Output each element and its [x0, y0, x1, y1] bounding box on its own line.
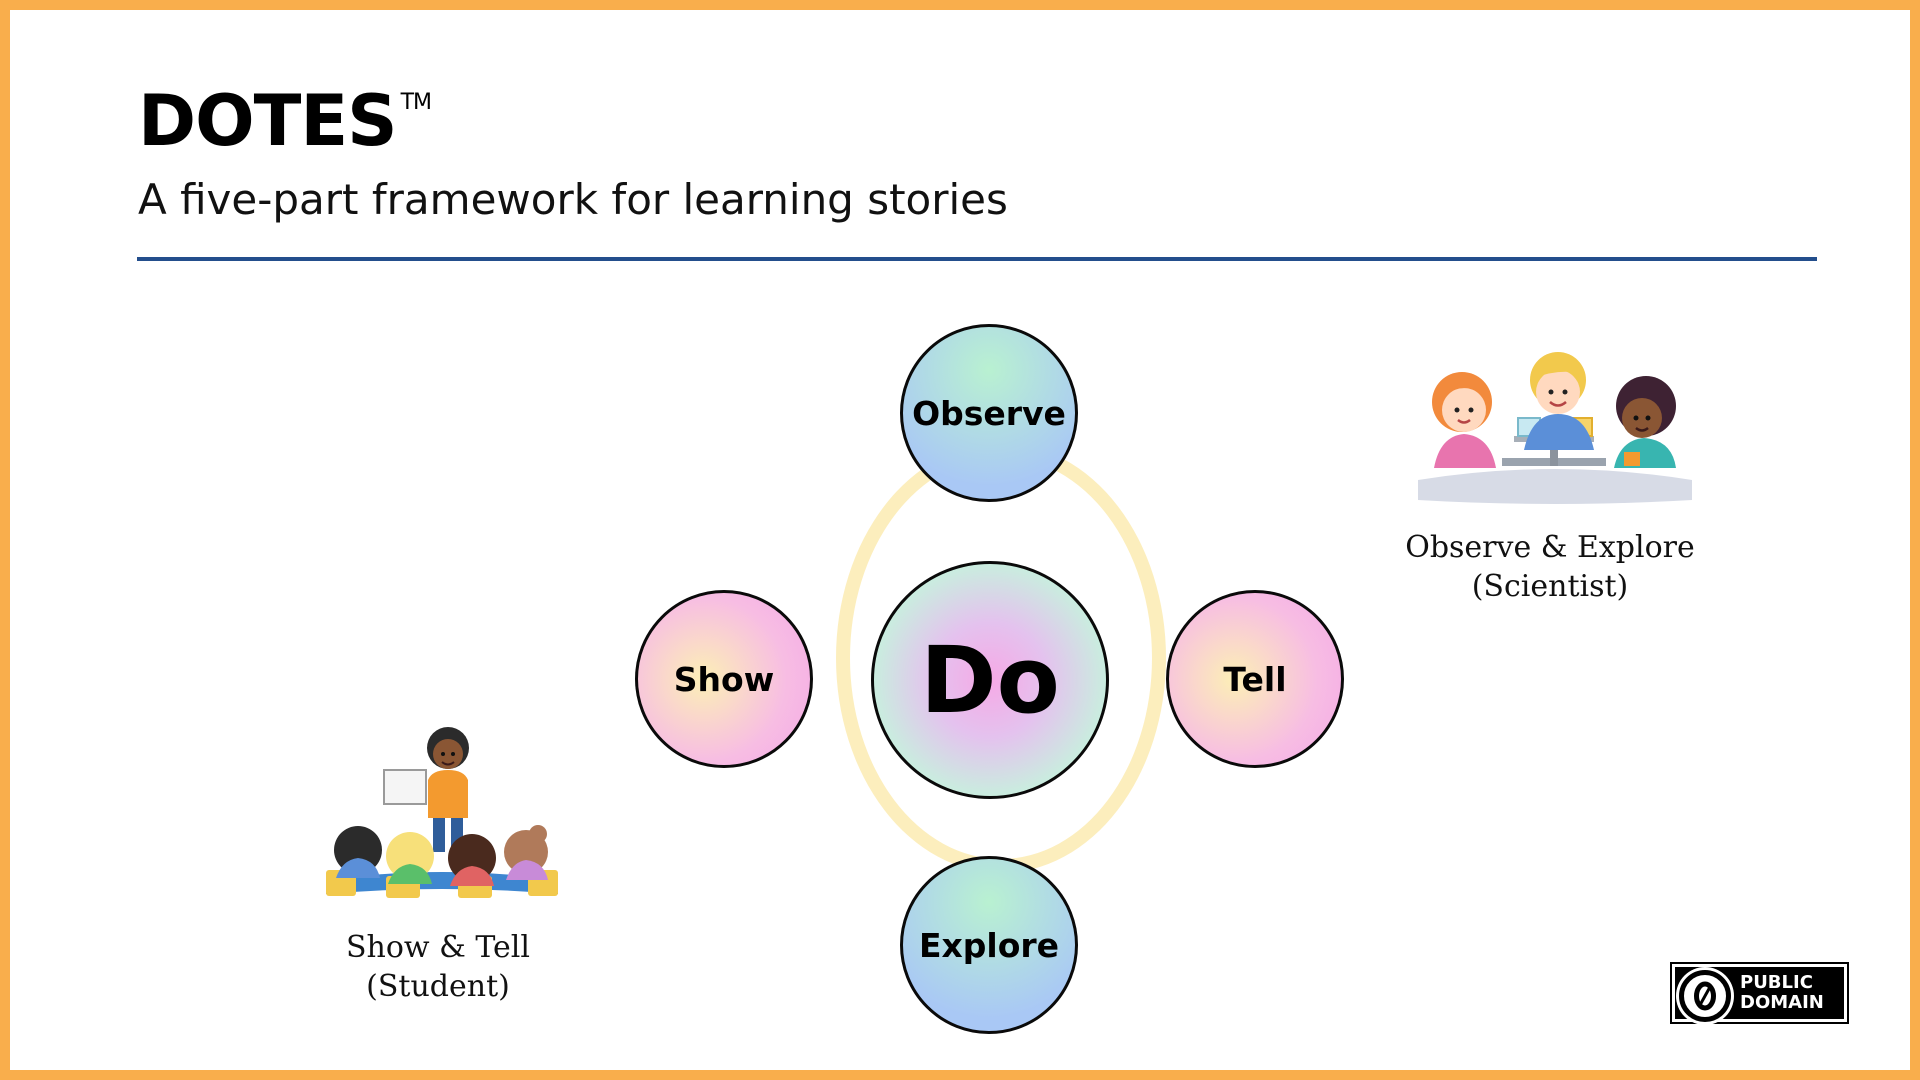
node-tell: Tell — [1166, 590, 1344, 768]
public-domain-line1: PUBLIC — [1740, 972, 1813, 993]
title-divider — [137, 257, 1817, 261]
trademark-mark: TM — [400, 90, 432, 115]
scientist-caption: Observe & Explore (Scientist) — [1400, 528, 1700, 606]
node-do: Do — [871, 561, 1109, 799]
public-domain-badge: PUBLIC DOMAIN — [1670, 962, 1849, 1024]
node-show: Show — [635, 590, 813, 768]
node-explore: Explore — [900, 856, 1078, 1034]
student-caption-line1: Show & Tell — [345, 930, 530, 965]
node-observe: Observe — [900, 324, 1078, 502]
cc-zero-icon — [1679, 970, 1731, 1022]
student-caption: Show & Tell (Student) — [288, 928, 588, 1006]
public-domain-line2: DOMAIN — [1740, 992, 1824, 1013]
scientist-caption-line2: (Scientist) — [1471, 569, 1629, 604]
student-caption-line2: (Student) — [366, 969, 510, 1004]
student-presenting-to-class-icon — [326, 727, 558, 898]
public-domain-badge-bg: PUBLIC DOMAIN — [1675, 967, 1844, 1022]
page-subtitle: A five-part framework for learning stori… — [138, 175, 1008, 224]
title-text: DOTES — [138, 80, 398, 162]
children-science-experiment-icon — [1418, 352, 1692, 504]
scientist-caption-line1: Observe & Explore — [1405, 530, 1695, 565]
public-domain-label: PUBLIC DOMAIN — [1740, 973, 1824, 1013]
cc-zero-glyph — [1694, 981, 1716, 1011]
